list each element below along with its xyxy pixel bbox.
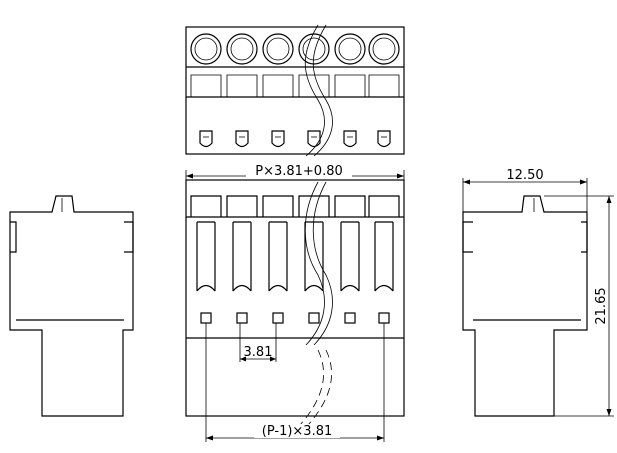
screw-head-4 [298,33,330,65]
dimension-height: 21.65 [544,195,614,417]
top-tab-5 [334,195,366,217]
screw-head-inner-2 [230,37,254,61]
screw-head-inner-4 [302,37,326,61]
screw-head-5 [334,33,366,65]
dimension-span: (P-1)×3.81 [205,323,385,442]
top-tab-6 [368,195,400,217]
test-hole-5 [344,312,356,324]
screw-head-3 [262,33,294,65]
dimension-overall-width: P×3.81+0.80 [185,164,405,180]
wire-slot-2 [235,130,249,148]
screw-head-1 [190,33,222,65]
screw-head-6 [368,33,400,65]
wire-opening-1 [190,74,222,97]
front-view [185,179,405,426]
test-hole-1 [200,312,212,324]
screw-head-inner-5 [338,37,362,61]
wire-slot-4 [307,130,321,148]
dimension-side-width: 12.50 [462,168,588,212]
contact-slot-4 [304,221,324,292]
right-side-view [462,195,588,417]
wire-opening-3 [262,74,294,97]
test-hole-2 [236,312,248,324]
contact-slot-1 [196,221,216,292]
top-tab-4 [298,195,330,217]
top-tab-3 [262,195,294,217]
test-hole-4 [308,312,320,324]
pitch-label: 3.81 [244,345,273,360]
wire-opening-6 [368,74,400,97]
contact-slot-3 [268,221,288,292]
wire-slot-6 [377,130,391,148]
contact-slot-5 [340,221,360,292]
wire-opening-2 [226,74,258,97]
overall-width-label: P×3.81+0.80 [255,164,343,179]
screw-head-inner-1 [194,37,218,61]
left-side-view [9,195,134,417]
test-hole-3 [272,312,284,324]
front-view-body [185,179,405,417]
contact-slot-2 [232,221,252,292]
test-hole-6 [378,312,390,324]
span-label: (P-1)×3.81 [262,424,333,439]
screw-head-inner-3 [266,37,290,61]
wire-opening-5 [334,74,366,97]
wire-slot-3 [271,130,285,148]
top-tab-2 [226,195,258,217]
top-tab-1 [190,195,222,217]
dimension-pitch: 3.81 [239,323,277,362]
side-width-label: 12.50 [506,168,543,183]
wire-opening-4 [298,74,330,97]
wire-slot-5 [343,130,357,148]
contact-slot-6 [374,221,394,292]
top-view [185,24,405,157]
wire-slot-1 [199,130,213,148]
top-view-body [185,26,405,155]
screw-head-inner-6 [372,37,396,61]
screw-head-2 [226,33,258,65]
height-label: 21.65 [594,287,609,324]
